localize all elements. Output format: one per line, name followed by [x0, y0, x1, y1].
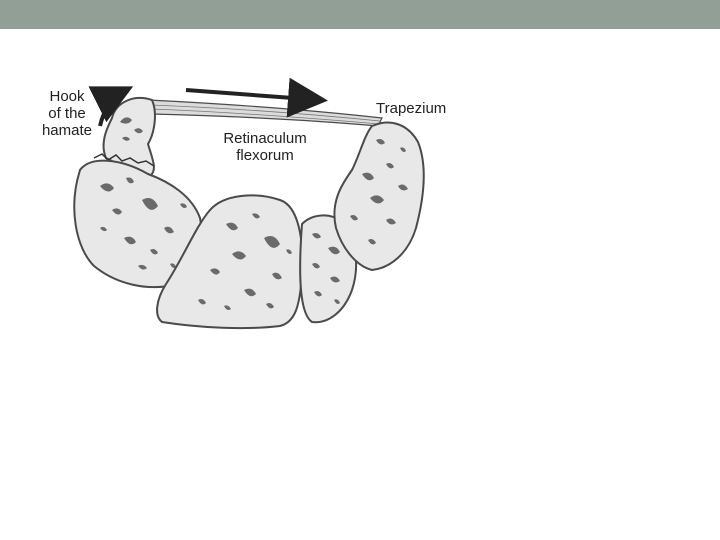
- retinaculum-label-line1: Retinaculum: [202, 130, 328, 147]
- trapezium-bone: [334, 123, 423, 270]
- hook-label-line2: of the: [30, 105, 104, 122]
- retinaculum-label-line2: flexorum: [202, 147, 328, 164]
- retinaculum-flexorum-label: Retinaculum flexorum: [202, 130, 328, 164]
- slide-header-bar: [0, 0, 720, 29]
- trapezium-label: Trapezium: [376, 100, 446, 117]
- hook-of-hamate-label: Hook of the hamate: [30, 88, 104, 139]
- straight-arrow-icon: [186, 90, 320, 100]
- carpal-tunnel-diagram: Hook of the hamate Retinaculum flexorum …: [30, 78, 480, 338]
- hook-label-line3: hamate: [30, 122, 104, 139]
- hook-label-line1: Hook: [30, 88, 104, 105]
- retinaculum-flexorum-band: [148, 100, 382, 126]
